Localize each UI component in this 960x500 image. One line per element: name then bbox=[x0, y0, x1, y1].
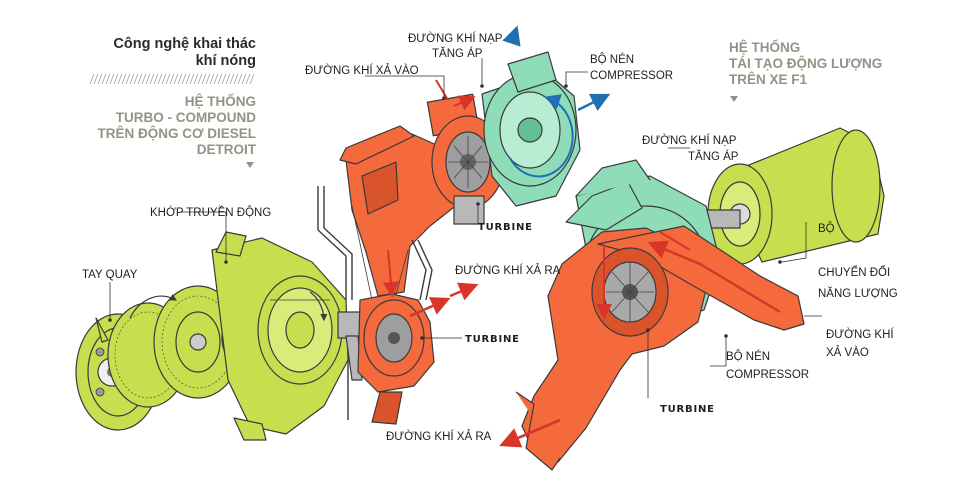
right-title-block: HỆ THỐNG TÁI TẠO ĐỘNG LƯỢNG TRÊN XE F1 bbox=[729, 40, 882, 102]
label-turbine-left-lower: TURBINE bbox=[465, 334, 520, 345]
label-coupling: KHỚP TRUYỀN ĐỘNG bbox=[150, 206, 271, 219]
label-converter-line1: BỘ bbox=[818, 222, 835, 235]
hatch-divider bbox=[89, 73, 255, 85]
label-exhaust-out-left: ĐƯỜNG KHÍ XẢ RA bbox=[455, 264, 561, 277]
label-compressor-top-line2: COMPRESSOR bbox=[590, 70, 673, 82]
label-compressor-right-line2: COMPRESSOR bbox=[726, 369, 809, 381]
left-title-block: Công nghệ khai thác khí nóng HỆ THỐNG TU… bbox=[89, 36, 257, 168]
label-exhaust-out-bottom: ĐƯỜNG KHÍ XẢ RA bbox=[386, 430, 492, 443]
label-intake-boost-right-line2: TĂNG ÁP bbox=[688, 150, 739, 163]
label-crank: TAY QUAY bbox=[82, 269, 138, 281]
label-converter-line3: NĂNG LƯỢNG bbox=[818, 287, 898, 300]
energy-converter-cylinder bbox=[703, 127, 885, 265]
label-compressor-right-line1: BỘ NÉN bbox=[726, 350, 770, 363]
right-flow-arrows bbox=[499, 231, 781, 448]
label-intake-boost-top-line2: TĂNG ÁP bbox=[432, 47, 483, 60]
right-turbine-housing bbox=[515, 225, 805, 471]
label-turbine-right: TURBINE bbox=[660, 404, 715, 415]
left-subtitle-line1: HỆ THỐNG bbox=[185, 94, 256, 109]
label-exhaust-in-right-line1: ĐƯỜNG KHÍ bbox=[826, 328, 894, 341]
left-flow-arrows bbox=[382, 25, 611, 301]
label-intake-boost-top-line1: ĐƯỜNG KHÍ NẠP bbox=[408, 32, 503, 45]
label-compressor-top-line1: BỘ NÉN bbox=[590, 53, 634, 66]
lower-turbine-housing bbox=[357, 293, 451, 425]
left-title-line2: khí nóng bbox=[196, 53, 256, 69]
left-subtitle-line4: DETROIT bbox=[197, 142, 257, 157]
left-subtitle-line3: TRÊN ĐỘNG CƠ DIESEL bbox=[97, 126, 256, 141]
left-subtitle-line2: TURBO - COMPOUND bbox=[116, 110, 256, 125]
upper-compressor bbox=[481, 51, 581, 207]
leader-lines bbox=[108, 58, 822, 398]
coupling-housing bbox=[211, 231, 349, 441]
left-subtitle-marker-icon bbox=[246, 162, 254, 168]
label-exhaust-in-right-line2: XẢ VÀO bbox=[826, 346, 869, 359]
label-exhaust-in-left: ĐƯỜNG KHÍ XẢ VÀO bbox=[305, 64, 419, 77]
right-title-line1: HỆ THỐNG bbox=[729, 40, 800, 55]
right-title-line3: TRÊN XE F1 bbox=[729, 72, 808, 87]
left-title-line1: Công nghệ khai thác bbox=[113, 36, 256, 52]
detroit-turbo-compound-illustration bbox=[75, 25, 611, 441]
right-title-line2: TÁI TẠO ĐỘNG LƯỢNG bbox=[729, 56, 882, 71]
pipework bbox=[317, 186, 433, 301]
label-converter-line2: CHUYỂN ĐỔI bbox=[818, 266, 890, 279]
right-title-marker-icon bbox=[730, 96, 738, 102]
f1-energy-recovery-illustration bbox=[499, 127, 885, 471]
label-turbine-left-upper: TURBINE bbox=[478, 222, 533, 233]
label-intake-boost-right-line1: ĐƯỜNG KHÍ NẠP bbox=[642, 134, 737, 147]
callout-labels: ĐƯỜNG KHÍ NẠP TĂNG ÁP ĐƯỜNG KHÍ XẢ VÀO B… bbox=[82, 32, 898, 443]
